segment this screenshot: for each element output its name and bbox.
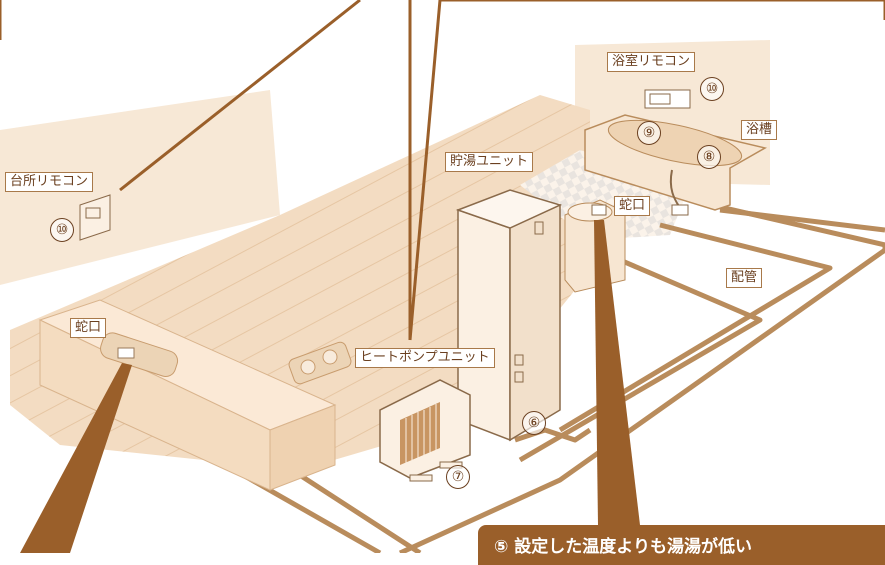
kitchen-faucet-label: 蛇口: [70, 318, 107, 338]
marker-tank-pipe: ⑥: [522, 411, 546, 435]
bath-faucet-pointer: [594, 220, 640, 525]
piping-label: 配管: [726, 268, 763, 288]
tank-side: [509, 203, 561, 442]
bath-faucet-label: 蛇口: [614, 196, 651, 216]
bathtub-label: 浴槽: [741, 120, 778, 140]
bath-faucet-shape: [591, 204, 607, 216]
hot-water-tank-label: 貯湯ユニット: [445, 152, 534, 172]
marker-bath-remote: ⑩: [700, 77, 724, 101]
leader-lines: [0, 0, 885, 341]
house-diagram: [0, 0, 885, 553]
stove-burner: [322, 349, 338, 365]
bath-remote-device: [644, 89, 691, 109]
tank-panel: [514, 354, 524, 366]
heat-pump-foot: [409, 474, 433, 482]
marker-kitchen-remote: ⑩: [50, 218, 74, 242]
tub-faucet-shape: [671, 204, 689, 216]
marker-tub-outlet: ⑧: [697, 145, 721, 169]
heat-pump-fins: [405, 404, 437, 463]
marker-heat-pump: ⑦: [446, 465, 470, 489]
kitchen-faucet-shape: [117, 347, 135, 359]
tank-panel: [514, 371, 524, 383]
kitchen-remote-label: 台所リモコン: [5, 172, 94, 192]
stove-burner: [300, 359, 316, 375]
callout-text: ⑤ 設定した温度よりも湯湯が低い: [494, 537, 752, 557]
kitchen-counter-side: [269, 404, 336, 491]
tank-panel: [534, 221, 544, 235]
marker-tub-inner: ⑨: [637, 121, 661, 145]
heat-pump-label: ヒートポンプユニット: [355, 348, 495, 368]
tank-top: [455, 189, 563, 229]
kitchen-sink: [100, 332, 179, 378]
bathroom-remote-label: 浴室リモコン: [607, 52, 696, 72]
kitchen-faucet-pointer: [20, 363, 132, 553]
kitchen-remote-screen: [85, 207, 101, 219]
bath-remote-screen: [649, 93, 671, 105]
